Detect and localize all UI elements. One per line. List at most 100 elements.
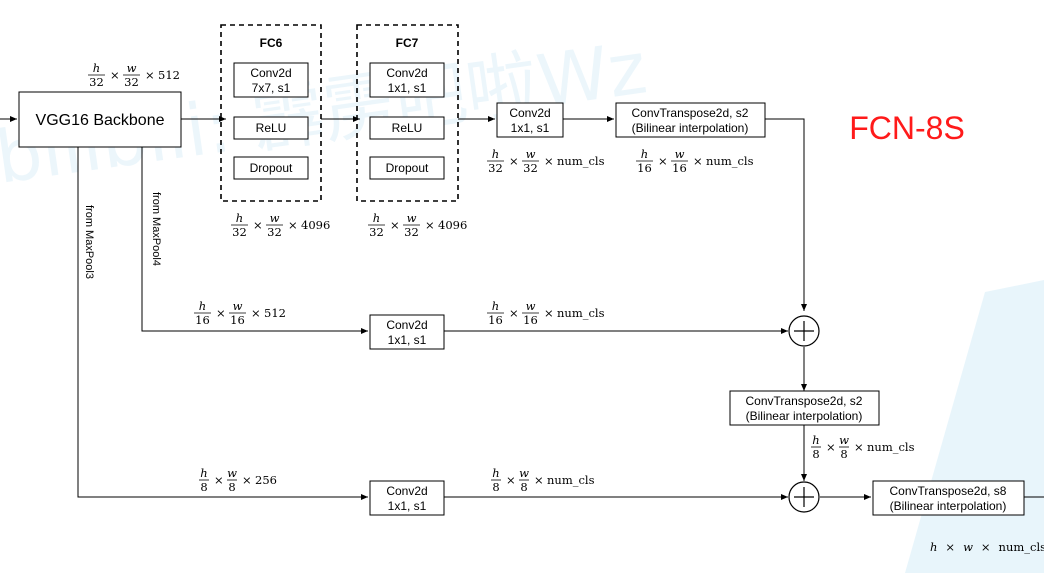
times-sign: ×: [251, 306, 261, 320]
score-conv-block: Conv2d 1x1, s1: [496, 102, 564, 138]
w-denominator: 16: [523, 313, 538, 327]
channel-count: 4096: [438, 218, 467, 232]
convt-c-line1: ConvTranspose2d, s8: [890, 484, 1007, 498]
fc6-title: FC6: [260, 36, 283, 50]
convt-c-line2: (Bilinear interpolation): [890, 499, 1007, 513]
channel-count: num_cls: [547, 473, 595, 487]
pool4-conv-line1: Conv2d: [386, 318, 427, 332]
times-sign: ×: [534, 473, 544, 487]
convtranspose-8x-block: ConvTranspose2d, s8 (Bilinear interpolat…: [872, 480, 1025, 516]
add-node-pool3: [788, 481, 820, 513]
h-numerator: h: [812, 433, 819, 447]
from-maxpool3-label: from MaxPool3: [83, 205, 95, 279]
h-denominator: 16: [195, 313, 210, 327]
channel-count: 512: [158, 68, 180, 82]
h-numerator: h: [492, 299, 499, 313]
h-numerator: h: [492, 466, 499, 480]
pool3-conv-block: Conv2d 1x1, s1: [369, 480, 445, 516]
h-numerator: h: [200, 466, 207, 480]
channel-count: num_cls: [706, 154, 754, 168]
h-denominator: 8: [200, 480, 207, 494]
h-numerator: h: [199, 299, 206, 313]
times-sign: ×: [110, 68, 120, 82]
add-node-pool4: [788, 315, 820, 347]
vgg16-backbone-block: VGG16 Backbone: [18, 91, 182, 148]
w-numerator: w: [127, 61, 137, 75]
w-denominator: 32: [523, 161, 538, 175]
channel-count: 512: [264, 306, 286, 320]
h-denominator: 32: [488, 161, 503, 175]
times-sign: ×: [509, 154, 519, 168]
pool4-conv-block: Conv2d 1x1, s1: [369, 314, 445, 350]
convt-a-line2: (Bilinear interpolation): [632, 121, 749, 135]
h-numerator: h: [236, 211, 243, 225]
score-conv-line2: 1x1, s1: [511, 121, 550, 135]
fc7-conv-line1: Conv2d: [386, 66, 427, 80]
channel-count: 256: [255, 473, 277, 487]
connectors: [0, 116, 1044, 500]
times-sign: ×: [693, 154, 703, 168]
times-sign: ×: [658, 154, 668, 168]
times-sign: ×: [216, 306, 226, 320]
w-denominator: 16: [230, 313, 245, 327]
w-numerator: w: [675, 147, 685, 161]
final-output-shape: h × w × num_cls: [930, 538, 1044, 555]
fc7-title: FC7: [396, 36, 419, 50]
times-sign: ×: [288, 218, 298, 232]
channel-count: num_cls: [557, 306, 605, 320]
channel-count: num_cls: [867, 440, 915, 454]
convtranspose-2x-first-block: ConvTranspose2d, s2 (Bilinear interpolat…: [615, 102, 766, 138]
w-denominator: 32: [404, 225, 419, 239]
shape-label-score-out: h32×w32×num_cls: [487, 147, 605, 175]
h-denominator: 8: [492, 480, 499, 494]
h-numerator: h: [373, 211, 380, 225]
w-denominator: 32: [267, 225, 282, 239]
shape-label-fc6-out: h32×w32×4096: [231, 211, 330, 239]
pool4-conv-line2: 1x1, s1: [388, 333, 427, 347]
h-numerator: h: [492, 147, 499, 161]
fc7-conv-line2: 1x1, s1: [388, 81, 427, 95]
diagram-title: FCN-8S: [849, 110, 965, 146]
times-sign: ×: [506, 473, 516, 487]
times-sign: ×: [544, 154, 554, 168]
fc6-dropout: Dropout: [250, 161, 293, 175]
w-numerator: w: [233, 299, 243, 313]
fc7-group: FC7 Conv2d 1x1, s1 ReLU Dropout: [356, 24, 459, 202]
times-sign: ×: [544, 306, 554, 320]
corner-decoration: [905, 280, 1044, 573]
times-sign: ×: [214, 473, 224, 487]
w-numerator: w: [526, 299, 536, 313]
h-numerator: h: [641, 147, 648, 161]
shape-label-pool3-in: h8×w8×256: [199, 466, 277, 494]
score-conv-line1: Conv2d: [509, 106, 550, 120]
convt-a-line1: ConvTranspose2d, s2: [632, 106, 749, 120]
w-denominator: 16: [672, 161, 687, 175]
shape-label-pool4-out: h16×w16×num_cls: [487, 299, 605, 327]
times-sign: ×: [425, 218, 435, 232]
h-numerator: h: [93, 61, 100, 75]
convt-b-line2: (Bilinear interpolation): [746, 409, 863, 423]
channel-count: num_cls: [557, 154, 605, 168]
w-numerator: w: [839, 433, 849, 447]
times-sign: ×: [854, 440, 864, 454]
fc7-relu: ReLU: [392, 121, 423, 135]
h-denominator: 32: [89, 75, 104, 89]
h-denominator: 16: [637, 161, 652, 175]
from-maxpool4-label: from MaxPool4: [150, 192, 162, 266]
fc6-group: FC6 Conv2d 7x7, s1 ReLU Dropout: [220, 24, 322, 202]
times-sign: ×: [826, 440, 836, 454]
pool3-conv-line1: Conv2d: [386, 484, 427, 498]
convt-b-line1: ConvTranspose2d, s2: [746, 394, 863, 408]
h-denominator: 32: [232, 225, 247, 239]
w-numerator: w: [227, 466, 237, 480]
shape-label-pool3-out: h8×w8×num_cls: [491, 466, 595, 494]
h-denominator: 16: [488, 313, 503, 327]
fc6-relu: ReLU: [256, 121, 287, 135]
h-denominator: 32: [369, 225, 384, 239]
shape-label-backbone-out: h32×w32×512: [88, 61, 180, 89]
w-numerator: w: [519, 466, 529, 480]
convtranspose-2x-second-block: ConvTranspose2d, s2 (Bilinear interpolat…: [729, 390, 880, 426]
backbone-label: VGG16 Backbone: [36, 112, 165, 129]
w-denominator: 8: [228, 480, 235, 494]
